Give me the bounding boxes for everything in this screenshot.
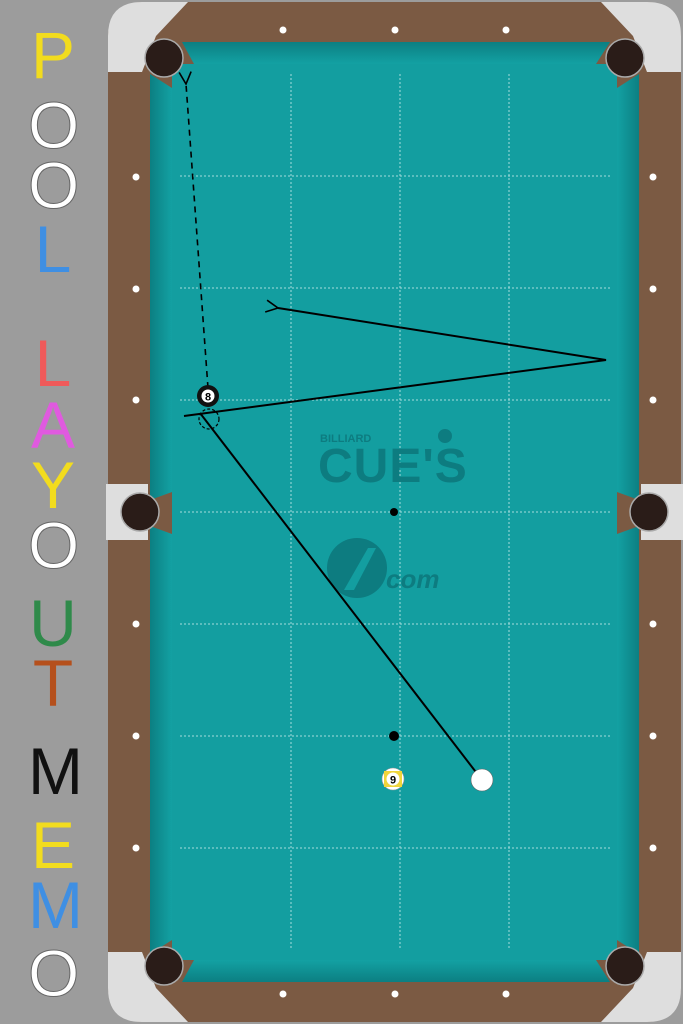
balls: 8 9 xyxy=(197,385,494,792)
diamond-marker xyxy=(132,844,140,852)
title-letter: L xyxy=(34,212,72,286)
diamond-marker xyxy=(132,620,140,628)
title-letter: L xyxy=(34,326,72,400)
diamond-marker xyxy=(391,26,399,34)
title-letter: O xyxy=(28,88,80,162)
pool-table: BILLIARD CUE'S com 8 9 xyxy=(106,0,683,1024)
eight-ball-number: 8 xyxy=(205,392,211,404)
pocket xyxy=(629,492,669,532)
diamond-marker xyxy=(132,396,140,404)
pocket xyxy=(144,38,184,78)
title-letter: U xyxy=(29,586,77,660)
pocket xyxy=(605,946,645,986)
diamond-marker xyxy=(649,173,657,181)
cushions xyxy=(150,42,639,982)
title-letter: O xyxy=(28,508,80,582)
diamond-marker xyxy=(391,990,399,998)
logo-big-text: CUE'S xyxy=(318,440,468,493)
logo-com-text: com xyxy=(386,564,439,594)
title-letter: M xyxy=(28,734,83,808)
pocket xyxy=(605,38,645,78)
ghost-ball xyxy=(198,408,220,430)
diamond-marker xyxy=(132,285,140,293)
pockets xyxy=(120,38,669,986)
title-letter: M xyxy=(28,868,83,942)
rebound-path xyxy=(183,308,607,417)
pocket xyxy=(120,492,160,532)
diamond-marker xyxy=(132,732,140,740)
nine-ball-number: 9 xyxy=(390,775,396,787)
title-letter: P xyxy=(30,18,76,92)
title-letter: T xyxy=(32,646,74,720)
eight-ball: 8 xyxy=(197,385,219,407)
title-letter: A xyxy=(30,388,76,462)
pool-table-diagram: BILLIARD CUE'S com 8 9 xyxy=(106,2,683,1022)
diamond-marker xyxy=(649,396,657,404)
diamond-marker xyxy=(502,990,510,998)
diamond-marker xyxy=(132,173,140,181)
diamond-marker xyxy=(649,620,657,628)
foot-spot xyxy=(389,731,399,741)
shot-paths xyxy=(183,84,607,781)
diamond-marker xyxy=(649,732,657,740)
diamond-marker xyxy=(279,26,287,34)
diamond-marker xyxy=(502,26,510,34)
diamond-marker xyxy=(649,285,657,293)
pocket xyxy=(144,946,184,986)
diamonds xyxy=(132,26,657,998)
cue-ball-path xyxy=(199,412,483,781)
logo-dot-icon xyxy=(438,429,452,443)
title-letter: O xyxy=(28,936,80,1010)
title-letter: O xyxy=(28,148,80,222)
diamond-marker xyxy=(649,844,657,852)
diamond-marker xyxy=(279,990,287,998)
logo-small-text: BILLIARD xyxy=(320,433,371,445)
eight-ball-path xyxy=(186,84,209,389)
center-spot xyxy=(390,508,398,516)
nine-ball: 9 xyxy=(381,767,405,791)
billiard-cues-logo: BILLIARD CUE'S com xyxy=(318,429,468,598)
title-letter: Y xyxy=(30,448,76,522)
cue-ball xyxy=(470,768,494,792)
title-letter: E xyxy=(30,808,76,882)
